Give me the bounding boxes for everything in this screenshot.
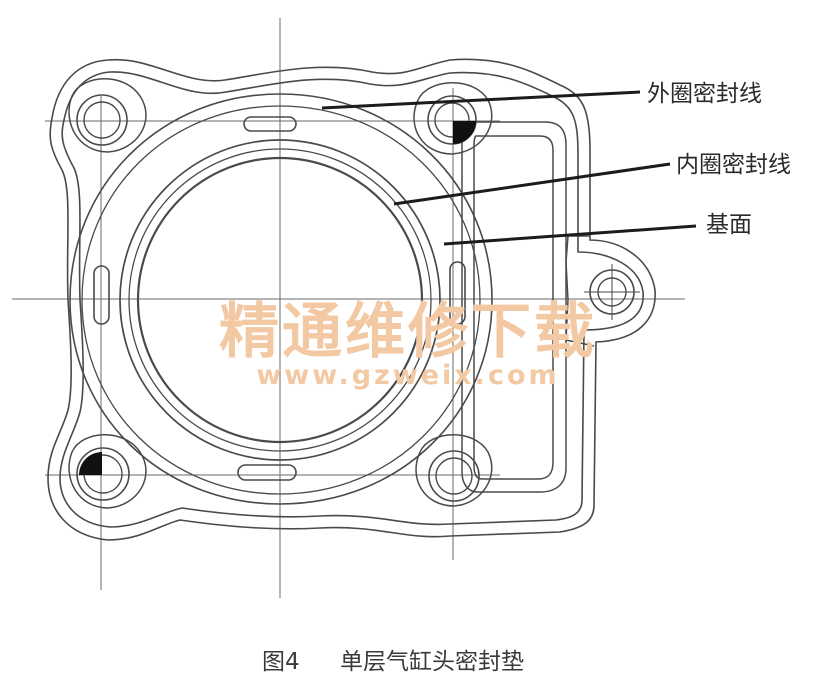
bolt-hole-right-ear <box>584 264 640 320</box>
slot-left <box>93 265 110 325</box>
bolt-bore-bottom-right <box>435 457 473 495</box>
cylinder-bore-edge <box>136 156 424 444</box>
watermark-url: www.gzweix.com <box>256 360 559 391</box>
watermark-site-name: 精通维修下载 <box>219 297 597 367</box>
inner-seal-line-ring-2 <box>128 148 432 452</box>
bolt-bore-top-right <box>434 102 470 138</box>
outer-seal-line-ring <box>69 93 493 505</box>
inner-seal-line-ring <box>119 139 441 461</box>
bolt-hole-top-left <box>68 78 147 153</box>
figure-caption: 图4 单层气缸头密封垫 <box>262 649 524 675</box>
bolt-holes <box>68 78 640 509</box>
bolt-hole-top-right <box>413 82 493 155</box>
bolt-ring-top-right <box>427 95 477 145</box>
bolt-bore-top-left <box>83 101 121 139</box>
bolt-hole-bottom-left <box>68 434 147 509</box>
slots <box>93 116 466 481</box>
leader-base-surface <box>443 224 697 246</box>
label-outer-seal-line: 外圈密封线 <box>647 81 762 107</box>
leader-inner-seal-line <box>393 162 671 206</box>
leader-outer-seal-line <box>321 90 641 110</box>
dowel-marker-top-right <box>453 121 476 144</box>
dowel-marker-bottom-left <box>79 452 102 475</box>
bolt-ring-bottom-left <box>76 447 130 501</box>
bolt-ring-top-left <box>76 94 128 146</box>
outer-seal-line-ring-2 <box>81 105 481 495</box>
watermark: 精通维修下载 www.gzweix.com <box>219 297 597 391</box>
leader-lines <box>321 90 697 246</box>
bolt-boss-bottom-left <box>68 434 147 509</box>
bolt-ring-bottom-right <box>428 450 480 502</box>
bolt-hole-bottom-right <box>415 434 493 507</box>
caption-title: 单层气缸头密封垫 <box>340 649 524 675</box>
slot-top <box>243 116 297 132</box>
gasket-inner-edge <box>59 71 644 528</box>
bolt-boss-bottom-right <box>415 434 493 507</box>
dowel-markers <box>79 121 476 475</box>
gasket-outline <box>47 58 656 541</box>
gasket-outer-edge <box>47 58 656 541</box>
label-base-surface: 基面 <box>706 212 752 238</box>
label-inner-seal-line: 内圈密封线 <box>676 152 791 178</box>
side-channel-inner <box>473 135 554 480</box>
seal-rings <box>69 93 493 505</box>
bolt-boss-top-right <box>413 82 493 155</box>
bolt-boss-top-left <box>68 78 147 153</box>
caption-figure-number: 图4 <box>262 649 300 675</box>
callout-labels: 外圈密封线 内圈密封线 基面 <box>647 81 791 238</box>
center-lines <box>12 18 685 598</box>
slot-right <box>449 261 466 325</box>
slot-bottom <box>237 464 297 481</box>
